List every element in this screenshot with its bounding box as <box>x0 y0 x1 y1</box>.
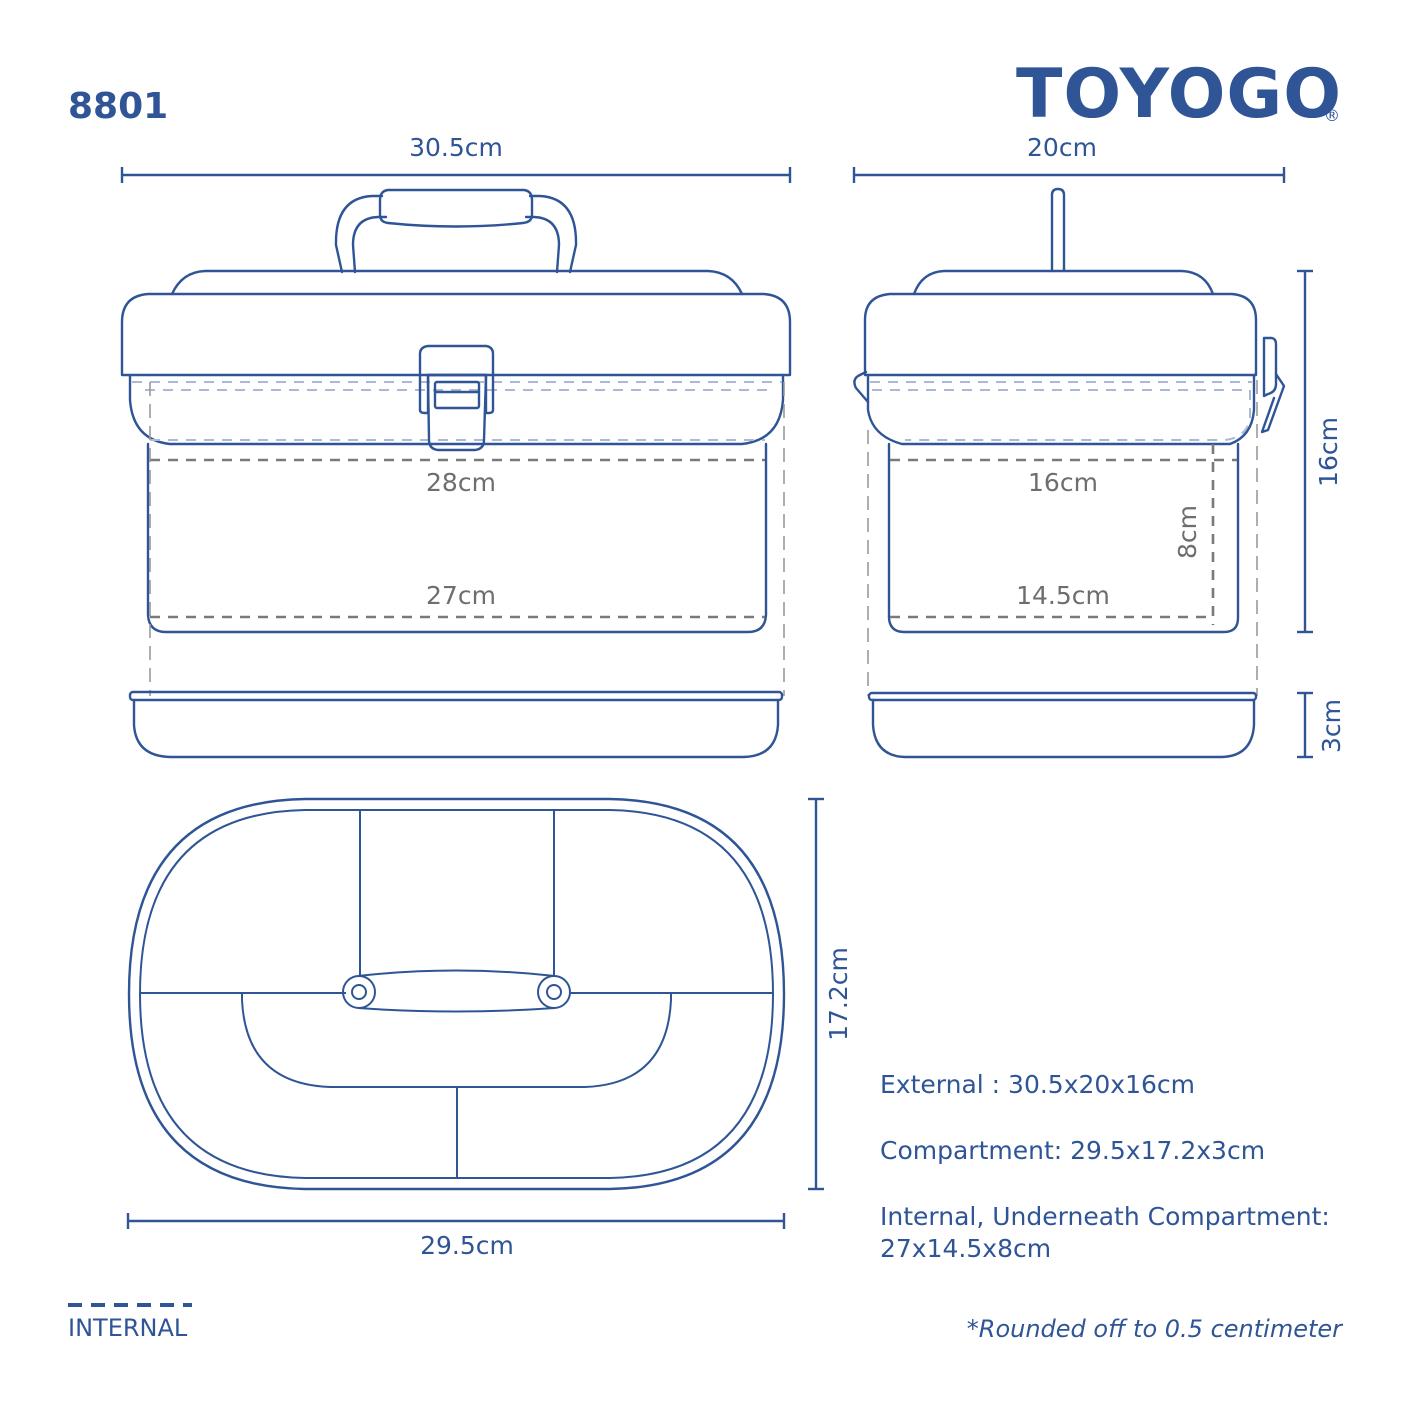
top-depth-dimension: 17.2cm <box>808 797 853 1191</box>
top-depth-label: 17.2cm <box>824 947 853 1041</box>
spec-internal-value: 27x14.5x8cm <box>880 1234 1051 1263</box>
side-width-label: 20cm <box>1027 133 1097 162</box>
legend-internal: INTERNAL <box>68 1303 192 1342</box>
front-tray <box>128 690 784 759</box>
front-internal-compartment: 28cm 27cm <box>150 458 765 619</box>
side-height-label: 16cm <box>1314 417 1343 487</box>
spec-list: External : 30.5x20x16cm Compartment: 29.… <box>880 1070 1330 1263</box>
latch-icon <box>418 344 495 452</box>
top-width-label: 29.5cm <box>420 1231 514 1260</box>
front-width-label: 30.5cm <box>409 133 503 162</box>
brand-name: TOYOGO <box>1016 55 1342 134</box>
footnote: *Rounded off to 0.5 centimeter <box>967 1315 1344 1343</box>
side-latch-icon <box>1260 336 1286 434</box>
tray-height-dimension: 3cm <box>1297 691 1346 759</box>
side-width-dimension: 20cm <box>852 133 1286 183</box>
spec-compartment: Compartment: 29.5x17.2x3cm <box>880 1136 1265 1165</box>
legend-label: INTERNAL <box>68 1314 188 1342</box>
side-tray <box>867 691 1258 759</box>
top-view: 17.2cm 29.5cm <box>126 797 853 1260</box>
front-view: 30.5cm 28cm <box>120 133 792 759</box>
tray-height-label: 3cm <box>1317 699 1346 753</box>
top-width-dimension: 29.5cm <box>126 1213 786 1260</box>
front-width-dimension: 30.5cm <box>120 133 792 183</box>
front-internal-bottom-label: 27cm <box>426 581 496 610</box>
side-internal-height-label: 8cm <box>1173 505 1202 559</box>
model-number: 8801 <box>68 86 168 127</box>
side-view: 20cm 16cm 14.5cm 8cm <box>852 133 1346 759</box>
spec-internal-title: Internal, Underneath Compartment: <box>880 1202 1330 1231</box>
side-internal-bottom-label: 14.5cm <box>1016 581 1110 610</box>
brand-logo: TOYOGO ® <box>1016 55 1342 134</box>
spec-external: External : 30.5x20x16cm <box>880 1070 1195 1099</box>
handle-icon <box>334 188 578 274</box>
registered-mark: ® <box>1324 106 1340 125</box>
side-internal-top-label: 16cm <box>1028 468 1098 497</box>
side-internal-compartment: 16cm 14.5cm 8cm <box>890 444 1237 625</box>
front-internal-top-label: 28cm <box>426 468 496 497</box>
tray-handle-icon <box>342 969 571 1013</box>
side-height-dimension: 16cm <box>1297 269 1343 634</box>
